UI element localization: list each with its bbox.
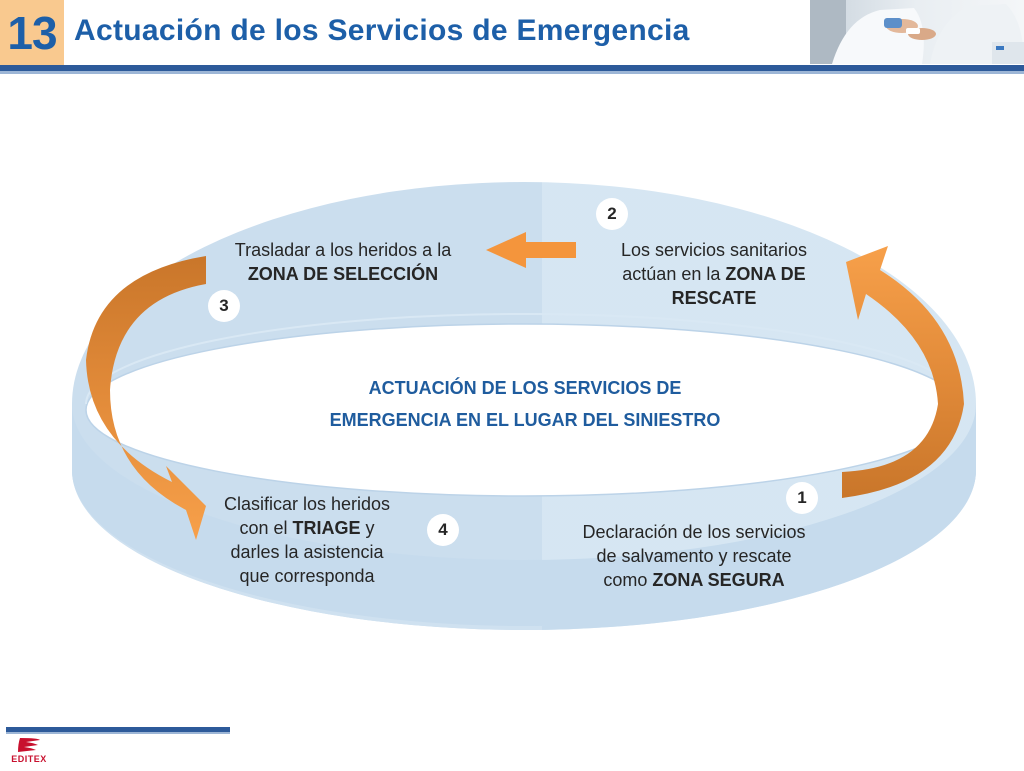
step-1-line-1: Declaración de los servicios — [582, 522, 806, 542]
step-4-line-2: con el TRIAGE y — [239, 518, 375, 538]
step-1-line-2: de salvamento y rescate — [596, 546, 792, 566]
slide-header: 13 Actuación de los Servicios de Emergen… — [0, 0, 1024, 74]
center-title-line-2: EMERGENCIA EN EL LUGAR DEL SINIESTRO — [329, 410, 721, 430]
step-2-line-1: Los servicios sanitarios — [620, 240, 808, 260]
arrow-step1-to-step2 — [842, 246, 964, 498]
step-number-4: 4 — [427, 514, 459, 546]
step-3-line-1: Trasladar a los heridos a la — [234, 240, 452, 260]
step-number-2: 2 — [596, 198, 628, 230]
step-2-line-2: actúan en la ZONA DE — [622, 264, 806, 284]
header-divider-shadow — [0, 71, 1024, 74]
step-4-line-3: darles la asistencia — [230, 542, 384, 562]
step-2-line-3: RESCATE — [594, 286, 834, 310]
diagram-center-title: ACTUACIÓN DE LOS SERVICIOS DE EMERGENCIA… — [260, 372, 790, 436]
zona-de-seleccion-emphasis: ZONA DE SELECCIÓN — [247, 264, 439, 284]
header-divider — [0, 65, 1024, 71]
chapter-number-badge: 13 — [0, 0, 64, 66]
zona-segura-emphasis: ZONA SEGURA — [652, 570, 785, 590]
step-1-line-3: como ZONA SEGURA — [603, 570, 785, 590]
arrow-step3-to-step4 — [86, 256, 206, 540]
publisher-name: EDITEX — [11, 754, 47, 764]
zona-de-emphasis: ZONA DE — [725, 264, 806, 284]
step-3-text: Trasladar a los heridos a la ZONA DE SEL… — [206, 238, 480, 286]
step-1-text: Declaración de los servicios de salvamen… — [556, 520, 832, 592]
step-number-3: 3 — [208, 290, 240, 322]
footer-divider-shadow — [6, 732, 230, 734]
step-4-line-1: Clasificar los heridos — [223, 494, 391, 514]
rescate-emphasis: RESCATE — [671, 288, 757, 308]
slide-title: Actuación de los Servicios de Emergencia — [74, 14, 690, 47]
header-photo-medical-staff — [810, 0, 1024, 64]
step-number-1: 1 — [786, 482, 818, 514]
ring-band — [72, 182, 976, 630]
publisher-logo-icon — [4, 736, 54, 766]
step-4-line-4: que corresponda — [239, 566, 375, 586]
triage-emphasis: TRIAGE — [292, 518, 361, 538]
step-2-text: Los servicios sanitarios actúan en la ZO… — [594, 238, 834, 310]
step-3-line-2: ZONA DE SELECCIÓN — [206, 262, 480, 286]
footer-divider — [6, 727, 230, 732]
arrow-step2-to-step3 — [486, 232, 576, 268]
step-4-text: Clasificar los heridos con el TRIAGE y d… — [206, 492, 408, 588]
center-title-line-1: ACTUACIÓN DE LOS SERVICIOS DE — [368, 378, 682, 398]
